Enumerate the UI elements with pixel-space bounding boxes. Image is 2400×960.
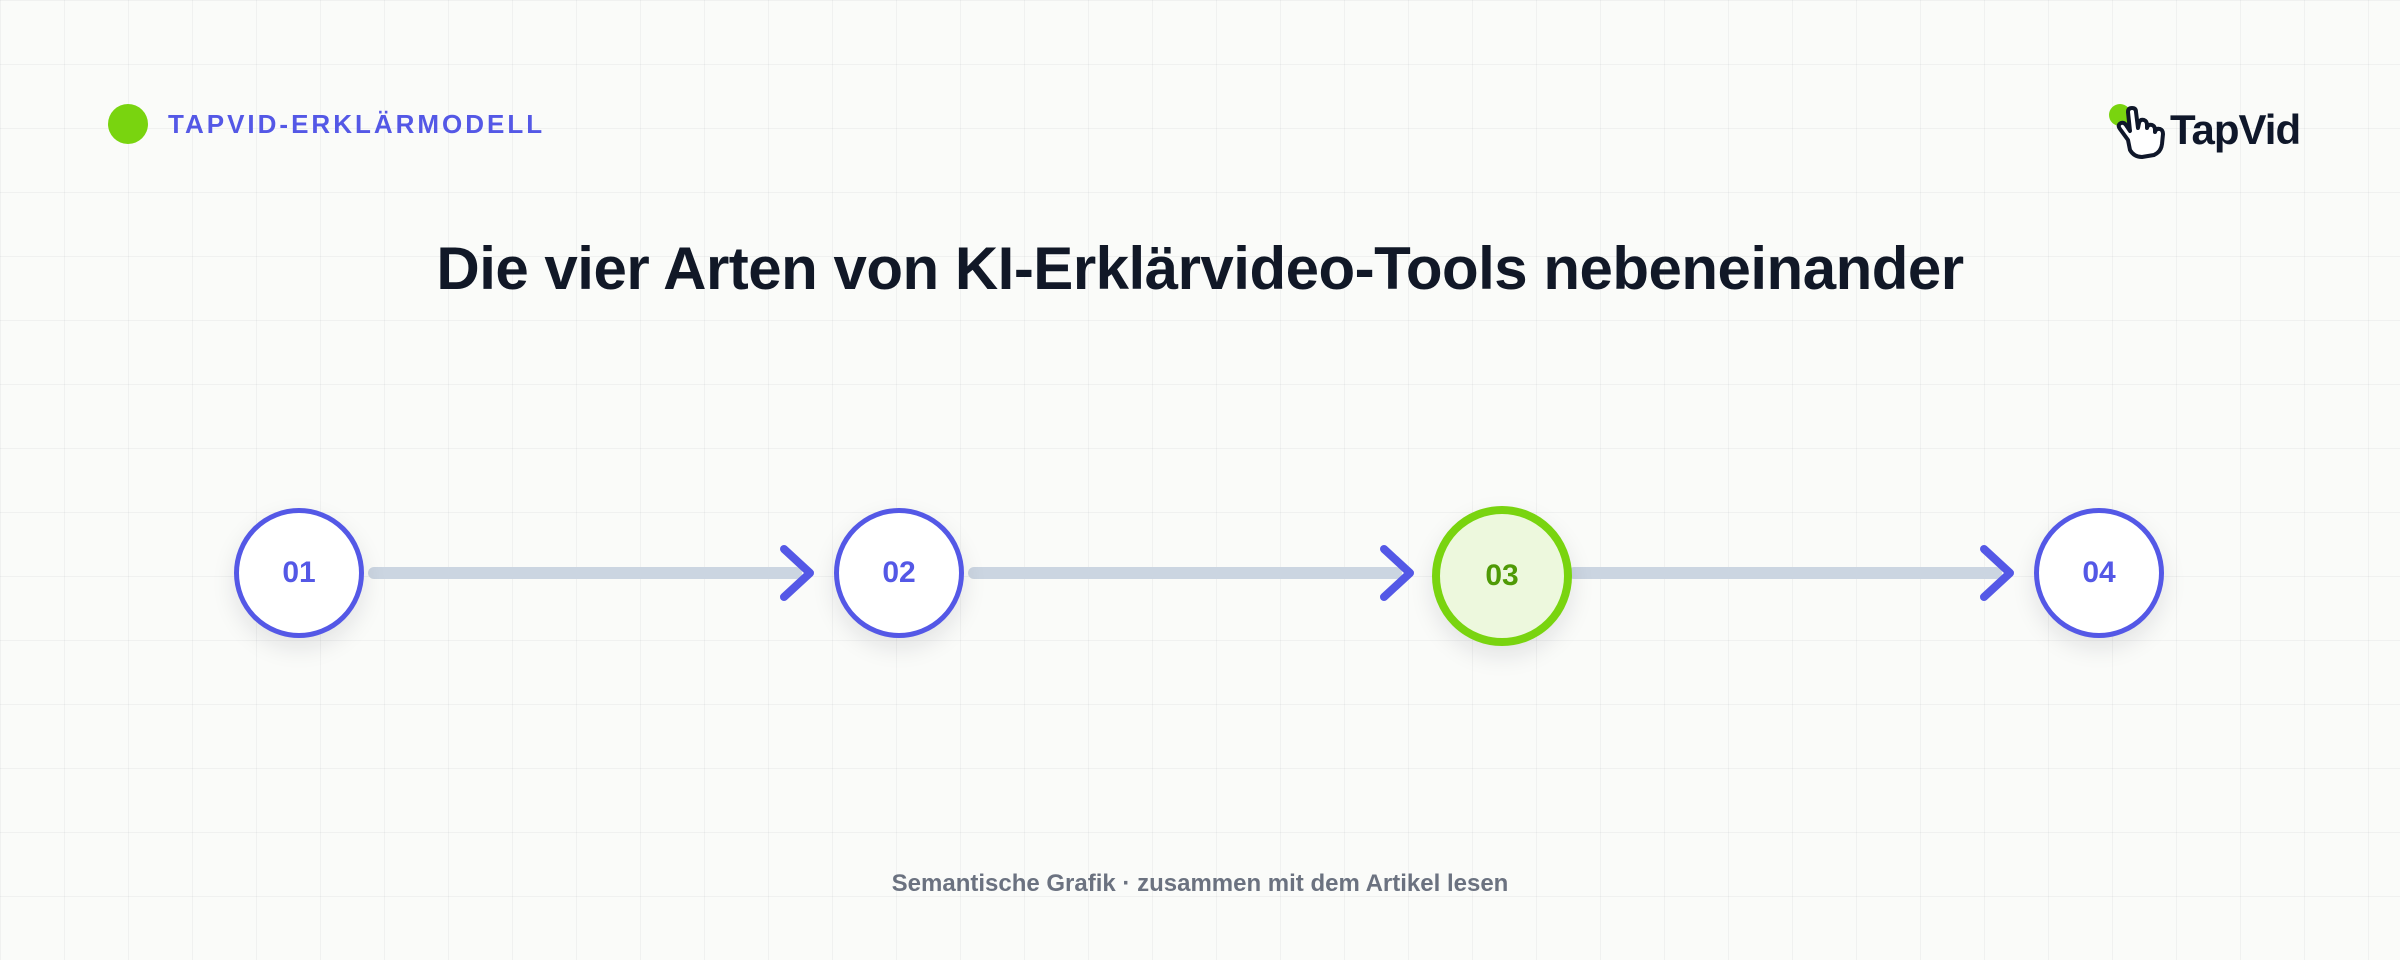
connector-2 bbox=[968, 545, 1414, 601]
eyebrow-label: TAPVID-ERKLÄRMODELL bbox=[168, 108, 546, 139]
step-03-active[interactable]: 03 bbox=[1432, 506, 1572, 646]
footer-note: Semantische Grafik · zusammen mit dem Ar… bbox=[891, 870, 1509, 897]
connector-3 bbox=[1568, 545, 2014, 601]
step-04[interactable]: 04 bbox=[2034, 508, 2164, 638]
arrow-right-icon bbox=[1380, 545, 1414, 601]
page-title: Die vier Arten von KI-Erklärvideo-Tools … bbox=[436, 235, 1964, 302]
step-01[interactable]: 01 bbox=[234, 508, 364, 638]
connector-1 bbox=[368, 545, 814, 601]
step-02[interactable]: 02 bbox=[834, 508, 964, 638]
arrow-right-icon bbox=[1980, 545, 2014, 601]
arrow-right-icon bbox=[780, 545, 814, 601]
green-dot-icon bbox=[108, 104, 148, 144]
eyebrow: TAPVID-ERKLÄRMODELL bbox=[108, 104, 545, 144]
tap-hand-icon bbox=[2106, 98, 2170, 162]
logo-wordmark: TapVid bbox=[2170, 106, 2301, 153]
tapvid-logo: TapVid bbox=[2106, 98, 2301, 162]
